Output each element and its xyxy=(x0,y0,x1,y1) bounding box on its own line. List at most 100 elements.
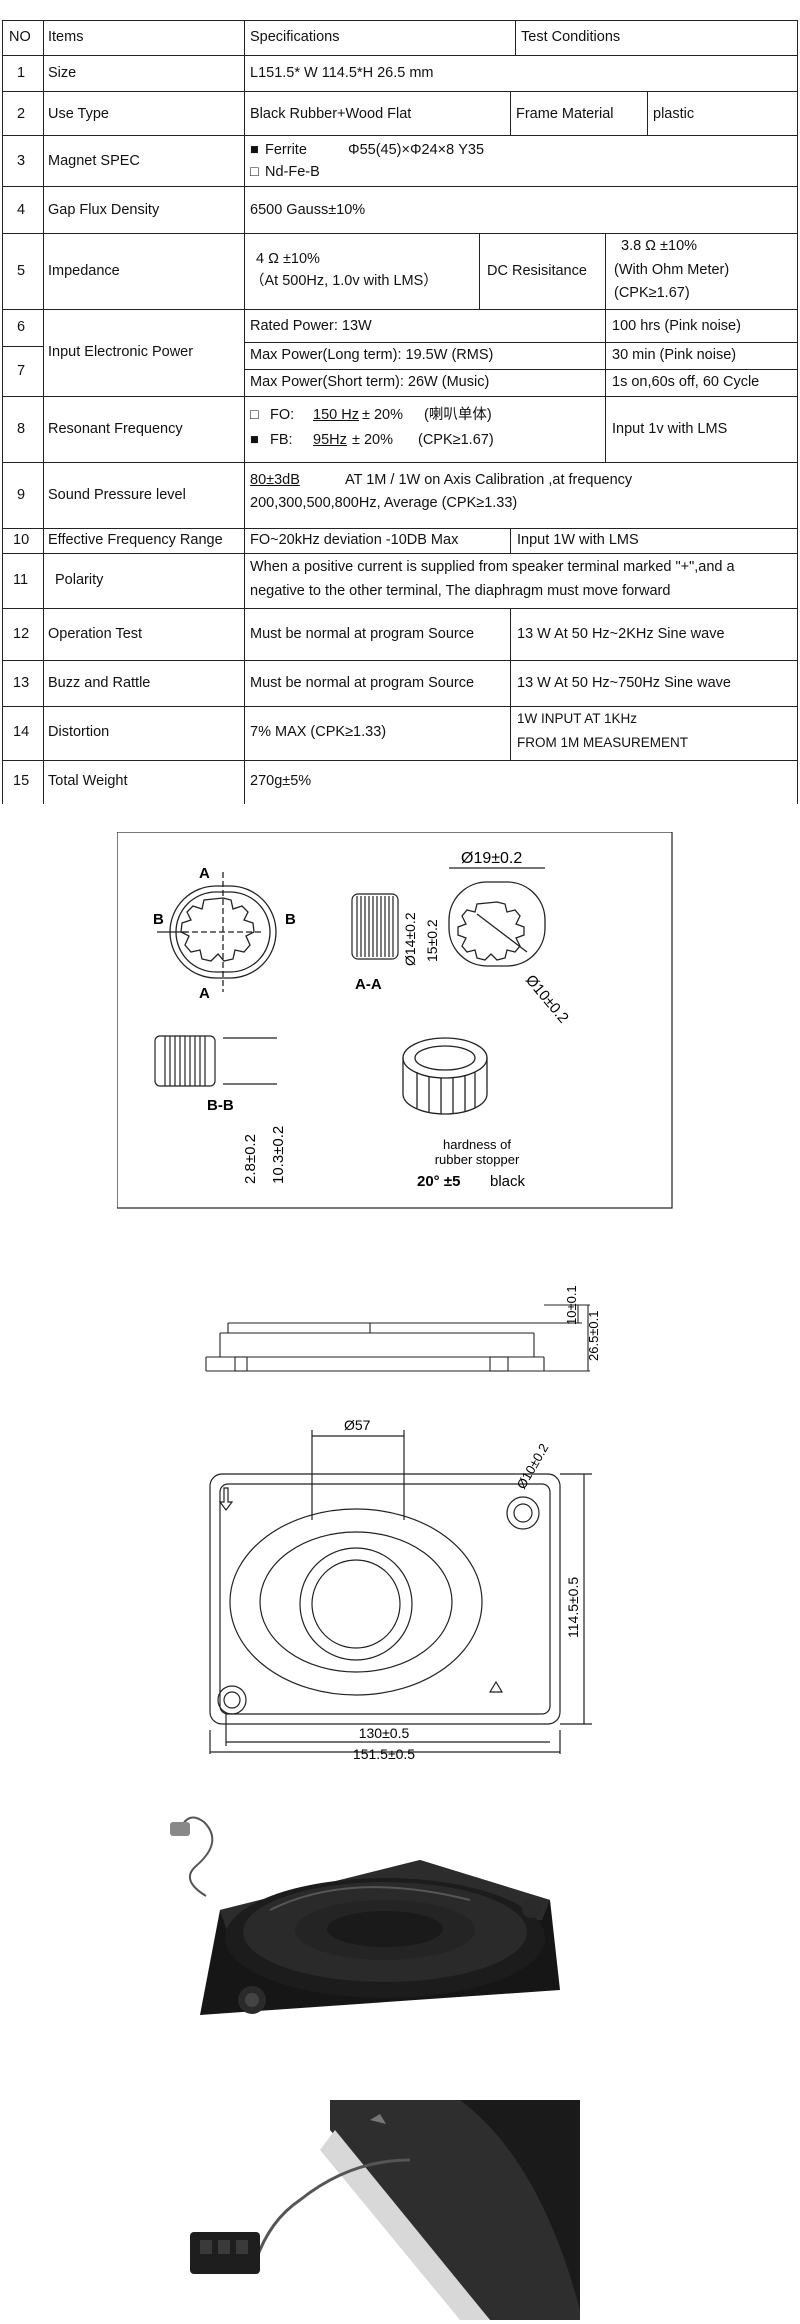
dim-130: 130±0.5 xyxy=(359,1725,410,1741)
speaker-top-view: Ø57 Ø10±0.2 114.5±0.5 130±0.5 151.5±0.5 xyxy=(209,1417,592,1760)
dim-1515: 151.5±0.5 xyxy=(353,1746,415,1760)
section-b-left: B xyxy=(153,911,164,928)
ferrite-dimensions: Φ55(45)×Φ24×8 Y35 xyxy=(348,142,485,158)
dim-103: 10.3±0.2 xyxy=(270,1126,287,1184)
row-spec: 6500 Gauss±10% xyxy=(250,202,366,218)
dc-resistance-value: 3.8 Ω ±10% xyxy=(621,238,698,254)
spl-value: 80±3dB xyxy=(250,472,300,488)
row-spec: 7% MAX (CPK≥1.33) xyxy=(250,724,387,740)
row-no: 14 xyxy=(13,724,30,740)
section-a-top: A xyxy=(199,865,210,882)
row-item: Operation Test xyxy=(48,626,143,642)
header-test-conditions: Test Conditions xyxy=(521,29,621,45)
section-b-right: B xyxy=(285,911,296,928)
stopper-side-view-aa xyxy=(351,893,399,960)
row-no: 3 xyxy=(17,153,26,169)
frame-material-value: plastic xyxy=(653,106,695,122)
dim-d57: Ø57 xyxy=(344,1417,371,1433)
stopper-section-bb xyxy=(154,1035,277,1087)
fo-checkbox: □ xyxy=(250,407,259,423)
dc-resistance-cpk: (CPK≥1.67) xyxy=(614,285,690,301)
row-no: 4 xyxy=(17,202,26,218)
row-item: Size xyxy=(48,65,77,81)
row-no: 7 xyxy=(17,363,26,379)
label-aa: A-A xyxy=(355,976,382,993)
row-spec: FO~20kHz deviation -10DB Max xyxy=(250,532,459,548)
fo-note: (喇叭单体) xyxy=(424,407,492,423)
stopper-top-view xyxy=(448,867,546,967)
dim-10: 10±0.1 xyxy=(564,1285,579,1325)
hardness-value: 20° ±5 xyxy=(417,1173,460,1190)
max-power-short-test: 1s on,60s off, 60 Cycle xyxy=(612,374,760,390)
row-item: Magnet SPEC xyxy=(48,153,140,169)
row-no: 8 xyxy=(17,421,26,437)
stopper-front-view xyxy=(157,872,277,992)
row-item: Input Electronic Power xyxy=(48,344,194,360)
distortion-test-2: FROM 1M MEASUREMENT xyxy=(517,735,689,750)
fb-checkbox: ■ xyxy=(250,432,259,448)
row-item: Sound Pressure level xyxy=(48,487,186,503)
row-no: 11 xyxy=(13,572,29,588)
fb-cpk: (CPK≥1.67) xyxy=(418,432,494,448)
header-items: Items xyxy=(48,29,84,45)
row-item: Polarity xyxy=(55,572,104,588)
dim-d14: Ø14±0.2 xyxy=(402,912,418,966)
fo-value: 150 Hz xyxy=(313,407,359,423)
dc-resistance-method: (With Ohm Meter) xyxy=(614,262,730,278)
row-no: 13 xyxy=(13,675,30,691)
row-item: Buzz and Rattle xyxy=(48,675,151,691)
rated-power-test: 100 hrs (Pink noise) xyxy=(612,318,741,334)
polarity-line-1: When a positive current is supplied from… xyxy=(250,559,735,575)
dim-1145: 114.5±0.5 xyxy=(565,1577,581,1638)
polarity-line-2: negative to the other terminal, The diap… xyxy=(250,583,671,599)
row-item: Resonant Frequency xyxy=(48,421,183,437)
row-no: 10 xyxy=(13,532,30,548)
fb-label: FB: xyxy=(270,432,293,448)
spec-table: NO Items Specifications Test Conditions … xyxy=(0,0,800,804)
label-bb: B-B xyxy=(207,1097,234,1114)
max-power-long: Max Power(Long term): 19.5W (RMS) xyxy=(250,347,494,363)
section-a-bottom: A xyxy=(199,985,210,1002)
row-item: Effective Frequency Range xyxy=(48,532,223,548)
rated-power: Rated Power: 13W xyxy=(250,318,372,334)
connector-photo xyxy=(190,2100,580,2320)
header-specifications: Specifications xyxy=(250,29,340,45)
row-no: 2 xyxy=(17,106,26,122)
ndfeb-checkbox: □ xyxy=(250,164,259,180)
stopper-isometric xyxy=(402,1037,488,1115)
row-no: 12 xyxy=(13,626,30,642)
row-test: 13 W At 50 Hz~750Hz Sine wave xyxy=(517,675,731,691)
distortion-test-1: 1W INPUT AT 1KHz xyxy=(517,711,638,726)
impedance-value: 4 Ω ±10% xyxy=(256,251,320,267)
dim-15: 15±0.2 xyxy=(424,919,440,962)
row-spec: Black Rubber+Wood Flat xyxy=(250,106,412,122)
ferrite-label: Ferrite xyxy=(265,142,307,158)
dim-28: 2.8±0.2 xyxy=(242,1134,259,1184)
ndfeb-label: Nd-Fe-B xyxy=(265,164,320,180)
stopper-drawing: A A B B A-A Ø14±0.2 15±0.2 Ø19±0.2 Ø10±0… xyxy=(117,832,673,1209)
header-no: NO xyxy=(9,29,31,45)
fb-tolerance: ± 20% xyxy=(352,432,394,448)
row-item: Total Weight xyxy=(48,773,128,789)
row-no: 1 xyxy=(17,65,26,81)
hardness-line-2: rubber stopper xyxy=(435,1152,520,1167)
hardness-line-1: hardness of xyxy=(443,1137,511,1152)
row-test: Input 1W with LMS xyxy=(517,532,639,548)
frame-material-label: Frame Material xyxy=(516,106,614,122)
hardness-color: black xyxy=(490,1173,526,1190)
dim-d19: Ø19±0.2 xyxy=(461,850,522,867)
ferrite-checkbox: ■ xyxy=(250,142,259,158)
speaker-side-view: 10±0.1 26.5±0.1 xyxy=(205,1285,601,1372)
dc-resistance-label: DC Resisitance xyxy=(487,263,587,279)
spl-condition: AT 1M / 1W on Axis Calibration ,at frequ… xyxy=(345,472,633,488)
row-no: 15 xyxy=(13,773,30,789)
fb-value: 95Hz xyxy=(313,432,347,448)
row-item: Use Type xyxy=(48,106,109,122)
row-no: 9 xyxy=(17,487,26,503)
dim-265: 26.5±0.1 xyxy=(586,1310,601,1361)
max-power-short: Max Power(Short term): 26W (Music) xyxy=(250,374,490,390)
row-spec: Must be normal at program Source xyxy=(250,626,475,642)
spl-frequencies: 200,300,500,800Hz, Average (CPK≥1.33) xyxy=(250,495,518,511)
max-power-long-test: 30 min (Pink noise) xyxy=(612,347,737,363)
row-spec: L151.5* W 114.5*H 26.5 mm xyxy=(250,65,434,81)
